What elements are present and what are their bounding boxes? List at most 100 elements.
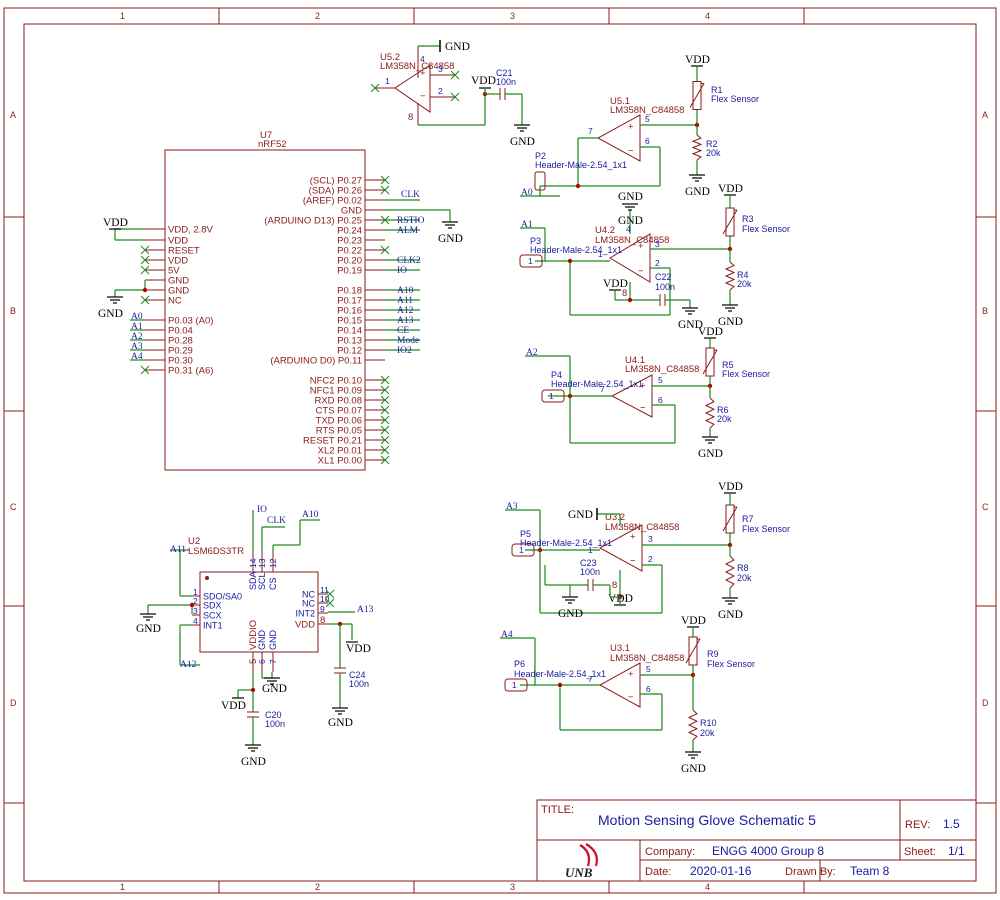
u2-right-pin: INT2 <box>295 609 315 619</box>
u2-vdd-label: VDD <box>346 643 371 655</box>
u7-right-net: Mode <box>397 336 419 346</box>
u7-right-pin: TXD P0.06 <box>316 416 362 427</box>
u7-left-net: A2 <box>131 332 143 342</box>
r6-value: 20k <box>717 414 732 424</box>
sheet-value: 1/1 <box>948 844 965 858</box>
u3-2-pin-1: 1 <box>588 545 593 555</box>
r7-vdd: VDD <box>718 481 743 493</box>
u5-1-pin-7: 7 <box>588 126 593 136</box>
u4-2-pin-8: 8 <box>622 288 627 299</box>
u2-bottom-pin: GND <box>268 630 278 651</box>
u7-left-pin: VDD <box>168 256 188 267</box>
c20-ref: C20 <box>265 710 282 720</box>
u7-vdd-label: VDD <box>103 217 128 229</box>
u2-vddio-label: VDD <box>221 700 246 712</box>
c20-value: 100n <box>265 719 285 729</box>
u2-right-pin: VDD <box>295 620 315 631</box>
col-label-top-1: 1 <box>120 11 125 21</box>
u4-2-ref: U4.2 <box>595 225 615 236</box>
u5-1-ref: U5.1 <box>610 96 630 107</box>
col-label-bottom-4: 4 <box>705 882 710 892</box>
u7-left-net: A4 <box>131 352 143 362</box>
p5-pin-1: 1 <box>519 545 524 555</box>
u5-2-gnd-label: GND <box>445 41 470 53</box>
u7-right-pin: P0.20 <box>337 256 362 267</box>
u7-left-net: A0 <box>131 312 143 322</box>
u7-left-pin: P0.30 <box>168 356 193 367</box>
u2-ref: U2 <box>188 536 200 547</box>
svg-text:−: − <box>628 146 634 157</box>
u4-2-gnd-top: GND <box>618 191 643 203</box>
u2-net-clk: CLK <box>267 516 286 526</box>
row-label-right-a: A <box>982 110 988 120</box>
col-label-bottom-2: 2 <box>315 882 320 892</box>
date-value: 2020-01-16 <box>690 864 752 878</box>
u7-right-pin: P0.22 <box>337 246 362 257</box>
r1-ref: R1 <box>711 85 723 95</box>
r6-ref: R6 <box>717 405 729 415</box>
u4-2-gnd: GND <box>618 215 643 227</box>
u3-2-symbol <box>598 524 643 572</box>
u7-right-pin: XL1 P0.00 <box>318 456 362 467</box>
col-label-top-3: 3 <box>510 11 515 21</box>
u2-right-pin-num: 11 <box>320 585 329 595</box>
u3-1-pin-5: 5 <box>646 664 651 674</box>
svg-text:−: − <box>420 91 426 102</box>
u5-2-opamp: U5.2 LM358N_C84858 3 2 1 4 8 + − GND VDD <box>370 40 496 126</box>
u2-top-pin-num: 14 <box>248 558 258 568</box>
u4-2-symbol <box>609 233 651 283</box>
r1-vdd: VDD <box>685 54 710 66</box>
u7-right-net: CLK <box>401 190 420 200</box>
c22-ref: C22 <box>655 272 672 282</box>
u7-right-pin: (ARDUINO D0) P0.11 <box>270 356 362 367</box>
u2-right-pin-num: 9 <box>320 604 325 614</box>
u7-left-pin: P0.03 (A0) <box>168 316 213 327</box>
svg-text:−: − <box>630 556 636 567</box>
c21-capacitor: C21 100n GND <box>485 68 535 148</box>
u7-left-pin: VDD <box>168 236 188 247</box>
r2-ref: R2 <box>706 139 718 149</box>
u5-1-pin-6: 6 <box>645 136 650 146</box>
u4-2-pin-3: 3 <box>655 239 660 249</box>
u4-1-pin-6: 6 <box>658 395 663 405</box>
u3-2-ref: U3.2 <box>605 512 625 523</box>
u4-2-vdd: VDD <box>603 278 628 290</box>
c23-value: 100n <box>580 567 600 577</box>
r4-ref: R4 <box>737 270 749 280</box>
title-label: TITLE: <box>541 804 574 816</box>
u7-right-net: A11 <box>397 296 413 306</box>
p2-net: A0 <box>521 188 533 198</box>
u5-1-value: LM358N_C84858 <box>610 105 684 116</box>
col-label-bottom-1: 1 <box>120 882 125 892</box>
r3-value: Flex Sensor <box>742 224 790 234</box>
r8-ref: R8 <box>737 563 749 573</box>
c23-gnd: GND <box>558 608 583 620</box>
c24-gnd-label: GND <box>328 717 353 729</box>
u2-top-pin-num: 13 <box>257 558 267 568</box>
p6-value: Header-Male-2.54_1x1 <box>514 669 606 679</box>
p5-value: Header-Male-2.54_1x1 <box>520 538 612 548</box>
u7-right-pin: P0.24 <box>337 226 362 237</box>
p5-ref: P5 <box>520 529 531 539</box>
svg-text:−: − <box>628 692 634 703</box>
col-label-top-2: 2 <box>315 11 320 21</box>
u7-left-pin: GND <box>168 276 189 287</box>
date-label: Date: <box>645 866 671 878</box>
u7-right-net: CE <box>397 326 409 336</box>
svg-text:+: + <box>638 241 644 252</box>
u2-left-pin-num: 2 <box>193 596 198 606</box>
u7-right-pin: P0.23 <box>337 236 362 247</box>
u3-1-value: LM358N_C84858 <box>610 653 684 664</box>
r2-value: 20k <box>706 148 721 158</box>
p6-pin-1: 1 <box>512 680 517 690</box>
r3-ref: R3 <box>742 214 754 224</box>
p2-ref: P2 <box>535 151 546 161</box>
u4-1-stage: +−U4.1LM358N_C84858567A21P4Header-Male-2… <box>525 326 770 460</box>
u2-right-pin: NC <box>302 599 315 609</box>
u4-1-value: LM358N_C84858 <box>625 364 699 375</box>
u2-left-pin-num: 4 <box>193 616 198 626</box>
u2-left-pin: INT1 <box>203 621 223 631</box>
u4-2-pin-1: 1 <box>598 249 603 259</box>
u4-2-pin-2: 2 <box>655 258 660 268</box>
